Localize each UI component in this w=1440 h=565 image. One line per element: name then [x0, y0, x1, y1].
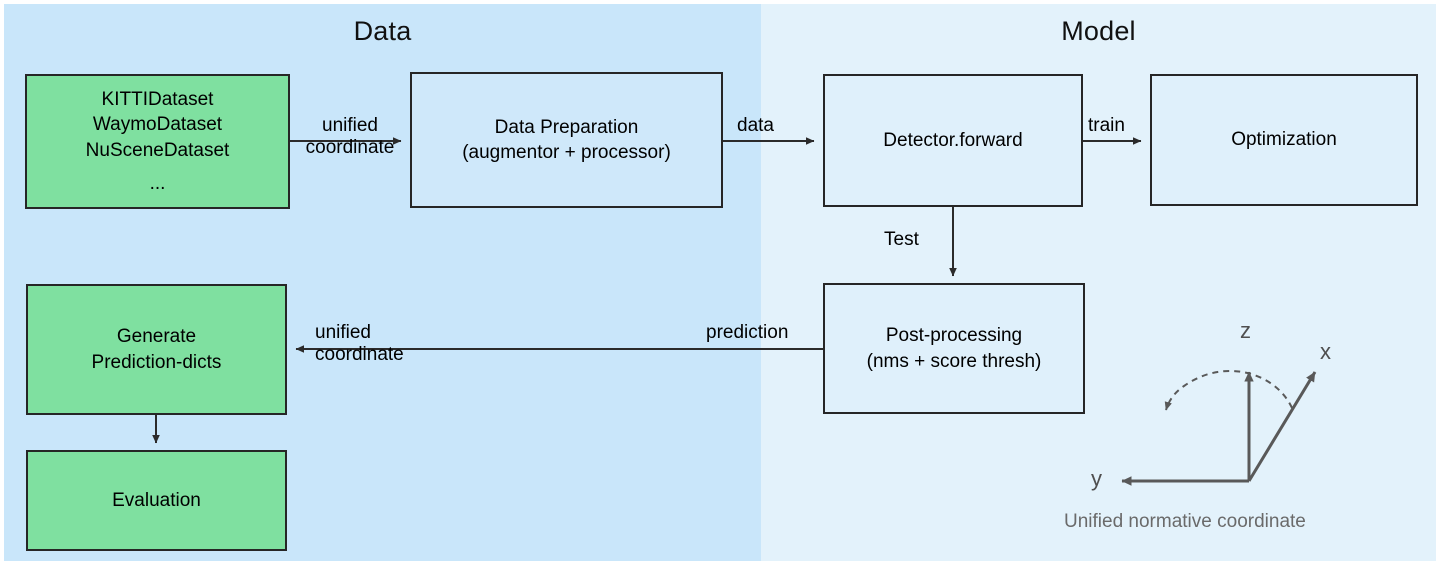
- node-detector-forward[interactable]: Detector.forward: [823, 74, 1083, 207]
- axis-label-z: z: [1240, 318, 1251, 343]
- edge-label-postprocessing-to-generate: prediction: [706, 322, 789, 343]
- axis-label-y: y: [1091, 466, 1102, 491]
- node-datasets[interactable]: KITTIDataset WaymoDataset NuSceneDataset…: [25, 74, 290, 209]
- node-generate-prediction-dicts[interactable]: Generate Prediction-dicts: [26, 284, 287, 415]
- node-data-preparation-line-1: Data Preparation: [494, 116, 639, 138]
- node-post-processing-line-1: Post-processing: [885, 325, 1023, 347]
- node-data-preparation[interactable]: Data Preparation (augmentor + processor): [410, 72, 723, 208]
- node-post-processing-line-2: (nms + score thresh): [866, 350, 1042, 372]
- node-post-processing[interactable]: Post-processing (nms + score thresh): [823, 283, 1085, 414]
- edge-label-unified-coordinate-return-line-2: coordinate: [315, 344, 404, 366]
- coordinate-system-caption: Unified normative coordinate: [1064, 511, 1306, 532]
- edge-label-detector-to-postprocessing: Test: [884, 229, 919, 250]
- node-datasets-line-1: KITTIDataset: [101, 89, 214, 111]
- edge-label-dataprep-to-detector: data: [737, 115, 774, 136]
- node-datasets-line-2: WaymoDataset: [92, 114, 223, 136]
- node-optimization[interactable]: Optimization: [1150, 74, 1418, 206]
- panel-model-title: Model: [1061, 16, 1136, 46]
- node-data-preparation-line-2: (augmentor + processor): [462, 142, 671, 163]
- node-generate-prediction-dicts-line-1: Generate: [116, 326, 197, 348]
- node-evaluation[interactable]: Evaluation: [26, 450, 287, 551]
- node-datasets-line-4: ...: [149, 172, 166, 194]
- edge-label-unified-coordinate-return: unified coordinate: [315, 322, 404, 367]
- edge-label-unified-coordinate-return-line-1: unified: [315, 322, 371, 343]
- edge-label-datasets-to-dataprep: unified coordinate: [296, 115, 404, 160]
- node-datasets-line-3: NuSceneDataset: [85, 139, 230, 161]
- panel-data-title: Data: [353, 16, 412, 46]
- edge-label-detector-to-optimization: train: [1088, 115, 1125, 136]
- node-evaluation-line-1: Evaluation: [112, 489, 201, 511]
- edge-label-datasets-to-dataprep-line-2: coordinate: [305, 137, 395, 159]
- edge-label-datasets-to-dataprep-line-1: unified: [322, 115, 378, 136]
- node-detector-forward-line-1: Detector.forward: [883, 129, 1023, 151]
- node-generate-prediction-dicts-line-2: Prediction-dicts: [91, 351, 222, 373]
- node-optimization-line-1: Optimization: [1231, 129, 1337, 151]
- axis-label-x: x: [1320, 339, 1331, 364]
